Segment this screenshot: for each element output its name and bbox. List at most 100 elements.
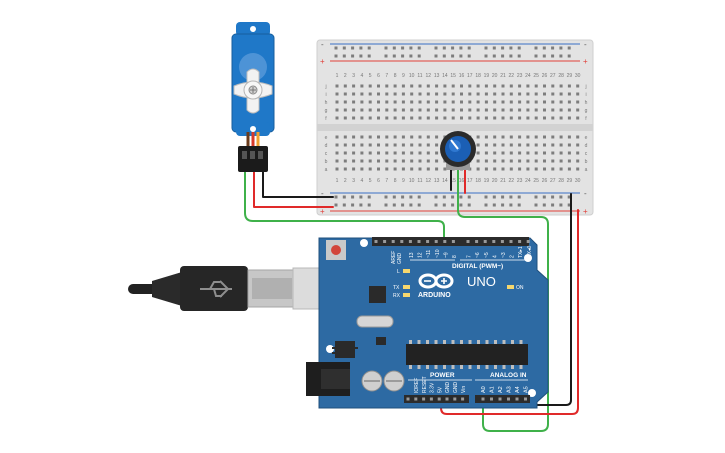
- rail-hole[interactable]: [367, 203, 371, 207]
- breadboard-hole[interactable]: [468, 116, 472, 120]
- breadboard-hole[interactable]: [468, 92, 472, 96]
- rail-hole[interactable]: [342, 203, 346, 207]
- breadboard-hole[interactable]: [534, 135, 538, 139]
- breadboard-hole[interactable]: [426, 92, 430, 96]
- rail-hole[interactable]: [559, 46, 563, 50]
- header-pin[interactable]: [492, 240, 496, 243]
- breadboard-hole[interactable]: [368, 84, 372, 88]
- rail-hole[interactable]: [492, 46, 496, 50]
- breadboard-hole[interactable]: [352, 84, 356, 88]
- breadboard-hole[interactable]: [484, 116, 488, 120]
- breadboard-hole[interactable]: [518, 151, 522, 155]
- breadboard-hole[interactable]: [368, 167, 372, 171]
- breadboard-hole[interactable]: [352, 159, 356, 163]
- header-pin[interactable]: [490, 397, 493, 401]
- breadboard-hole[interactable]: [576, 92, 580, 96]
- rail-hole[interactable]: [342, 54, 346, 58]
- breadboard-hole[interactable]: [543, 159, 546, 163]
- rail-hole[interactable]: [551, 203, 555, 207]
- breadboard-hole[interactable]: [352, 167, 356, 171]
- header-pin[interactable]: [515, 397, 519, 401]
- rail-hole[interactable]: [451, 54, 455, 58]
- breadboard-hole[interactable]: [493, 116, 497, 120]
- breadboard-hole[interactable]: [501, 135, 505, 139]
- breadboard-hole[interactable]: [435, 151, 439, 155]
- breadboard-hole[interactable]: [343, 100, 347, 104]
- breadboard-hole[interactable]: [484, 143, 488, 147]
- breadboard-hole[interactable]: [543, 84, 546, 88]
- header-pin[interactable]: [406, 397, 410, 401]
- breadboard-hole[interactable]: [410, 159, 414, 163]
- breadboard-hole[interactable]: [418, 151, 422, 155]
- rail-hole[interactable]: [559, 54, 563, 58]
- breadboard-hole[interactable]: [343, 116, 347, 120]
- rail-hole[interactable]: [567, 203, 571, 207]
- header-pin[interactable]: [391, 240, 395, 243]
- rail-hole[interactable]: [509, 46, 513, 50]
- breadboard-hole[interactable]: [518, 116, 522, 120]
- header-pin[interactable]: [417, 240, 421, 243]
- rail-hole[interactable]: [367, 195, 371, 199]
- rail-hole[interactable]: [417, 195, 421, 199]
- breadboard-hole[interactable]: [418, 92, 422, 96]
- breadboard-hole[interactable]: [576, 167, 580, 171]
- breadboard-hole[interactable]: [385, 108, 389, 112]
- breadboard-hole[interactable]: [418, 167, 422, 171]
- breadboard-hole[interactable]: [576, 151, 580, 155]
- rail-hole[interactable]: [401, 54, 405, 58]
- header-pin[interactable]: [453, 397, 457, 401]
- breadboard-hole[interactable]: [451, 116, 455, 120]
- breadboard-hole[interactable]: [377, 84, 380, 88]
- header-pin[interactable]: [526, 240, 530, 243]
- breadboard-hole[interactable]: [426, 151, 430, 155]
- breadboard-hole[interactable]: [343, 151, 347, 155]
- power-header[interactable]: [404, 395, 469, 403]
- breadboard-hole[interactable]: [360, 108, 364, 112]
- breadboard-hole[interactable]: [493, 92, 497, 96]
- breadboard-hole[interactable]: [576, 84, 580, 88]
- breadboard-hole[interactable]: [360, 151, 364, 155]
- breadboard-hole[interactable]: [368, 92, 372, 96]
- wire-servo-power[interactable]: [253, 169, 334, 208]
- breadboard-hole[interactable]: [509, 151, 513, 155]
- rail-hole[interactable]: [459, 195, 463, 199]
- breadboard-hole[interactable]: [559, 100, 563, 104]
- breadboard-hole[interactable]: [543, 135, 546, 139]
- header-pin[interactable]: [408, 240, 412, 243]
- breadboard-hole[interactable]: [335, 167, 339, 171]
- breadboard-hole[interactable]: [460, 108, 463, 112]
- header-pin[interactable]: [518, 240, 522, 243]
- rail-hole[interactable]: [551, 46, 555, 50]
- breadboard-hole[interactable]: [559, 143, 563, 147]
- breadboard-hole[interactable]: [493, 100, 497, 104]
- breadboard-hole[interactable]: [484, 159, 488, 163]
- breadboard-hole[interactable]: [534, 108, 538, 112]
- breadboard-hole[interactable]: [335, 159, 339, 163]
- breadboard-hole[interactable]: [385, 159, 389, 163]
- rail-hole[interactable]: [367, 54, 371, 58]
- breadboard-hole[interactable]: [360, 100, 364, 104]
- breadboard-hole[interactable]: [418, 116, 422, 120]
- breadboard-hole[interactable]: [543, 167, 546, 171]
- header-pin[interactable]: [414, 397, 418, 401]
- rail-hole[interactable]: [434, 195, 438, 199]
- breadboard-hole[interactable]: [401, 100, 405, 104]
- breadboard-hole[interactable]: [518, 108, 522, 112]
- breadboard-hole[interactable]: [567, 167, 571, 171]
- breadboard-hole[interactable]: [335, 84, 339, 88]
- wire-servo-ground[interactable]: [262, 169, 334, 198]
- header-pin[interactable]: [481, 397, 485, 401]
- rail-hole[interactable]: [459, 203, 463, 207]
- breadboard-hole[interactable]: [435, 84, 439, 88]
- analog-header[interactable]: [475, 395, 530, 403]
- breadboard-hole[interactable]: [443, 116, 447, 120]
- breadboard-hole[interactable]: [526, 151, 530, 155]
- breadboard-hole[interactable]: [534, 167, 538, 171]
- breadboard-hole[interactable]: [551, 108, 555, 112]
- breadboard-hole[interactable]: [443, 92, 447, 96]
- rail-hole[interactable]: [409, 203, 413, 207]
- breadboard-hole[interactable]: [551, 92, 555, 96]
- breadboard-hole[interactable]: [559, 167, 563, 171]
- breadboard-hole[interactable]: [377, 116, 380, 120]
- breadboard-hole[interactable]: [410, 84, 414, 88]
